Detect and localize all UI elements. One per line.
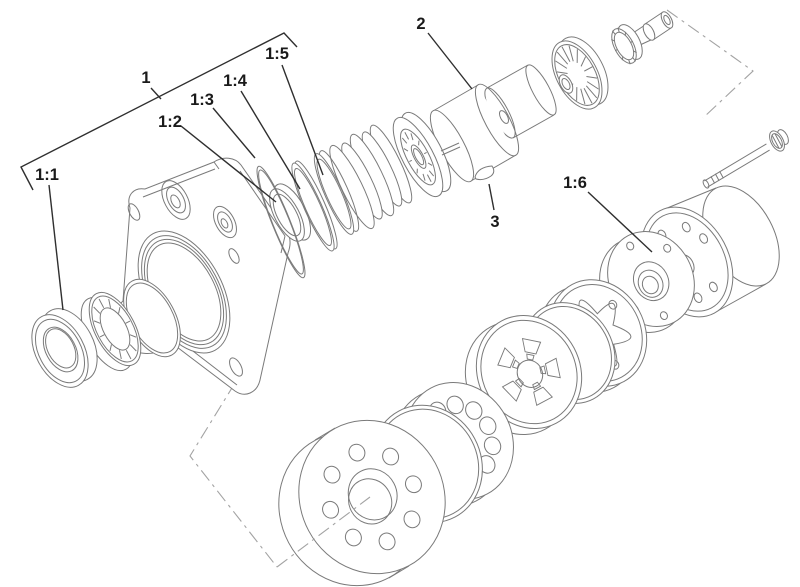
housing-bolt-hole — [227, 356, 245, 378]
leader-3 — [488, 183, 495, 211]
leader-1-6 — [587, 191, 653, 253]
gear-set — [542, 10, 676, 117]
phantom-boundary-bottom-left — [189, 382, 278, 568]
housing-bolt-hole — [227, 247, 242, 265]
callout-1-bracket — [20, 32, 298, 191]
commutator-plate — [446, 297, 602, 453]
splined-bushing — [71, 284, 152, 378]
callout-1-6: 1:6 — [563, 174, 587, 192]
callout-1-2: 1:2 — [158, 113, 182, 131]
output-flange-wheel — [252, 394, 472, 587]
leader-1-2 — [180, 125, 277, 203]
housing-port — [156, 176, 196, 224]
housing-bolt-hole — [126, 202, 142, 222]
callout-2: 2 — [416, 15, 425, 33]
leader-1 — [150, 87, 162, 100]
callout-1-3: 1:3 — [190, 91, 214, 109]
phantom-boundary-top-right — [666, 9, 754, 119]
motor-housing — [112, 158, 290, 394]
callout-3: 3 — [490, 213, 499, 231]
seal-gland-ring-stack — [323, 121, 419, 233]
callout-1-1: 1:1 — [35, 166, 59, 184]
seal-ring-kit — [308, 147, 365, 238]
shaft-seal — [20, 299, 108, 397]
leader-1-4 — [240, 90, 301, 190]
o-ring — [250, 163, 312, 281]
callout-1-4: 1:4 — [223, 72, 248, 90]
housing-port — [209, 203, 241, 242]
leader-2 — [427, 32, 473, 90]
bearing-assembly — [384, 106, 461, 203]
woodruff-key — [475, 166, 494, 180]
leader-1-3 — [212, 107, 256, 159]
callout-1: 1 — [141, 69, 150, 87]
mounting-bolt — [702, 128, 791, 189]
leader-1-5 — [281, 64, 324, 176]
leader-1-1 — [48, 184, 64, 311]
phantom-axis-centerline — [276, 496, 371, 568]
callout-1-5: 1:5 — [265, 45, 289, 63]
